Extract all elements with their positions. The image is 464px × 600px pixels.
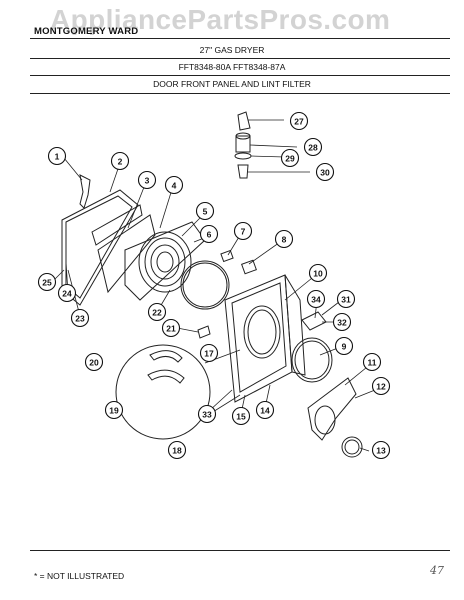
callout-label: 32 bbox=[337, 318, 347, 328]
callout-28: 28 bbox=[303, 137, 323, 157]
part-door-inner-panel bbox=[124, 221, 206, 301]
callout-17: 17 bbox=[199, 343, 219, 363]
part-lint-duct bbox=[307, 377, 357, 441]
part-drum-seal bbox=[291, 337, 333, 383]
callout-14: 14 bbox=[255, 400, 275, 420]
part-detail-circle bbox=[115, 344, 241, 440]
callout-label: 33 bbox=[202, 410, 212, 420]
header-rule-top bbox=[30, 38, 450, 39]
section-title: DOOR FRONT PANEL AND LINT FILTER bbox=[153, 79, 311, 89]
callout-label: 24 bbox=[62, 289, 72, 299]
callout-25: 25 bbox=[37, 272, 57, 292]
callout-label: 21 bbox=[166, 324, 176, 334]
part-cap-assembly bbox=[234, 111, 252, 179]
callout-9: 9 bbox=[334, 336, 354, 356]
callout-label: 27 bbox=[294, 117, 304, 127]
callout-12: 12 bbox=[371, 376, 391, 396]
part-door-seal-ring bbox=[180, 260, 230, 310]
callout-33: 33 bbox=[197, 404, 217, 424]
footer-rule bbox=[30, 550, 450, 551]
part-front-panel bbox=[224, 274, 306, 403]
part-latch bbox=[220, 249, 257, 275]
callout-label: 18 bbox=[172, 446, 182, 456]
callout-label: 13 bbox=[376, 446, 386, 456]
callout-29: 29 bbox=[280, 148, 300, 168]
callout-19: 19 bbox=[104, 400, 124, 420]
callout-label: 2 bbox=[118, 157, 123, 167]
callout-18: 18 bbox=[167, 440, 187, 460]
header-rule-1 bbox=[30, 58, 450, 59]
callout-7: 7 bbox=[233, 221, 253, 241]
callout-label: 19 bbox=[109, 406, 119, 416]
brand-title: MONTGOMERY WARD bbox=[34, 26, 139, 37]
callout-3: 3 bbox=[137, 170, 157, 190]
part-duct-ring bbox=[341, 436, 363, 458]
callout-22: 22 bbox=[147, 302, 167, 322]
not-illustrated-note: * = NOT ILLUSTRATED bbox=[34, 571, 125, 581]
watermark: AppliancePartsPros.com bbox=[50, 4, 391, 35]
handwritten-mark: 47 bbox=[430, 564, 444, 577]
callout-label: 1 bbox=[55, 152, 60, 162]
callout-10: 10 bbox=[308, 263, 328, 283]
part-clip bbox=[197, 325, 211, 339]
callout-label: 4 bbox=[172, 181, 177, 191]
callout-13: 13 bbox=[371, 440, 391, 460]
callout-label: 5 bbox=[203, 207, 208, 217]
callout-label: 22 bbox=[152, 308, 162, 318]
callout-label: 11 bbox=[368, 358, 377, 368]
callout-5: 5 bbox=[195, 201, 215, 221]
callout-30: 30 bbox=[315, 162, 335, 182]
callout-label: 23 bbox=[75, 314, 85, 324]
callout-1: 1 bbox=[47, 146, 67, 166]
callout-24: 24 bbox=[57, 283, 77, 303]
callout-label: 30 bbox=[320, 168, 330, 178]
callout-label: 20 bbox=[89, 358, 99, 368]
callout-label: 17 bbox=[204, 349, 214, 359]
callout-label: 15 bbox=[236, 412, 246, 422]
part-door-outer-panel bbox=[61, 189, 139, 306]
callout-20: 20 bbox=[84, 352, 104, 372]
product-title: 27" GAS DRYER bbox=[199, 45, 265, 55]
callout-11: 11 bbox=[362, 352, 382, 372]
callout-label: 31 bbox=[341, 295, 351, 305]
callout-4: 4 bbox=[164, 175, 184, 195]
callout-32: 32 bbox=[332, 312, 352, 332]
callout-label: 8 bbox=[282, 235, 287, 245]
callout-label: 3 bbox=[145, 176, 150, 186]
callout-31: 31 bbox=[336, 289, 356, 309]
callout-label: 10 bbox=[313, 269, 323, 279]
header-rule-2 bbox=[30, 75, 450, 76]
callout-label: 14 bbox=[260, 406, 270, 416]
callout-label: 12 bbox=[376, 382, 386, 392]
part-door-insulation bbox=[91, 204, 156, 294]
callout-6: 6 bbox=[199, 224, 219, 244]
callout-label: 7 bbox=[241, 227, 246, 237]
callout-15: 15 bbox=[231, 406, 251, 426]
callout-21: 21 bbox=[161, 318, 181, 338]
callout-label: 34 bbox=[311, 295, 321, 305]
callout-27: 27 bbox=[289, 111, 309, 131]
callout-34: 34 bbox=[306, 289, 326, 309]
callout-23: 23 bbox=[70, 308, 90, 328]
callout-label: 9 bbox=[342, 342, 347, 352]
model-numbers: FFT8348-80A FFT8348-87A bbox=[178, 62, 286, 72]
callout-label: 25 bbox=[42, 278, 52, 288]
callout-label: 6 bbox=[207, 230, 212, 240]
callout-label: 28 bbox=[308, 143, 318, 153]
part-hinge-bracket bbox=[79, 174, 91, 209]
callout-label: 29 bbox=[285, 154, 295, 164]
callout-2: 2 bbox=[110, 151, 130, 171]
header-rule-3 bbox=[30, 93, 450, 94]
callout-8: 8 bbox=[274, 229, 294, 249]
